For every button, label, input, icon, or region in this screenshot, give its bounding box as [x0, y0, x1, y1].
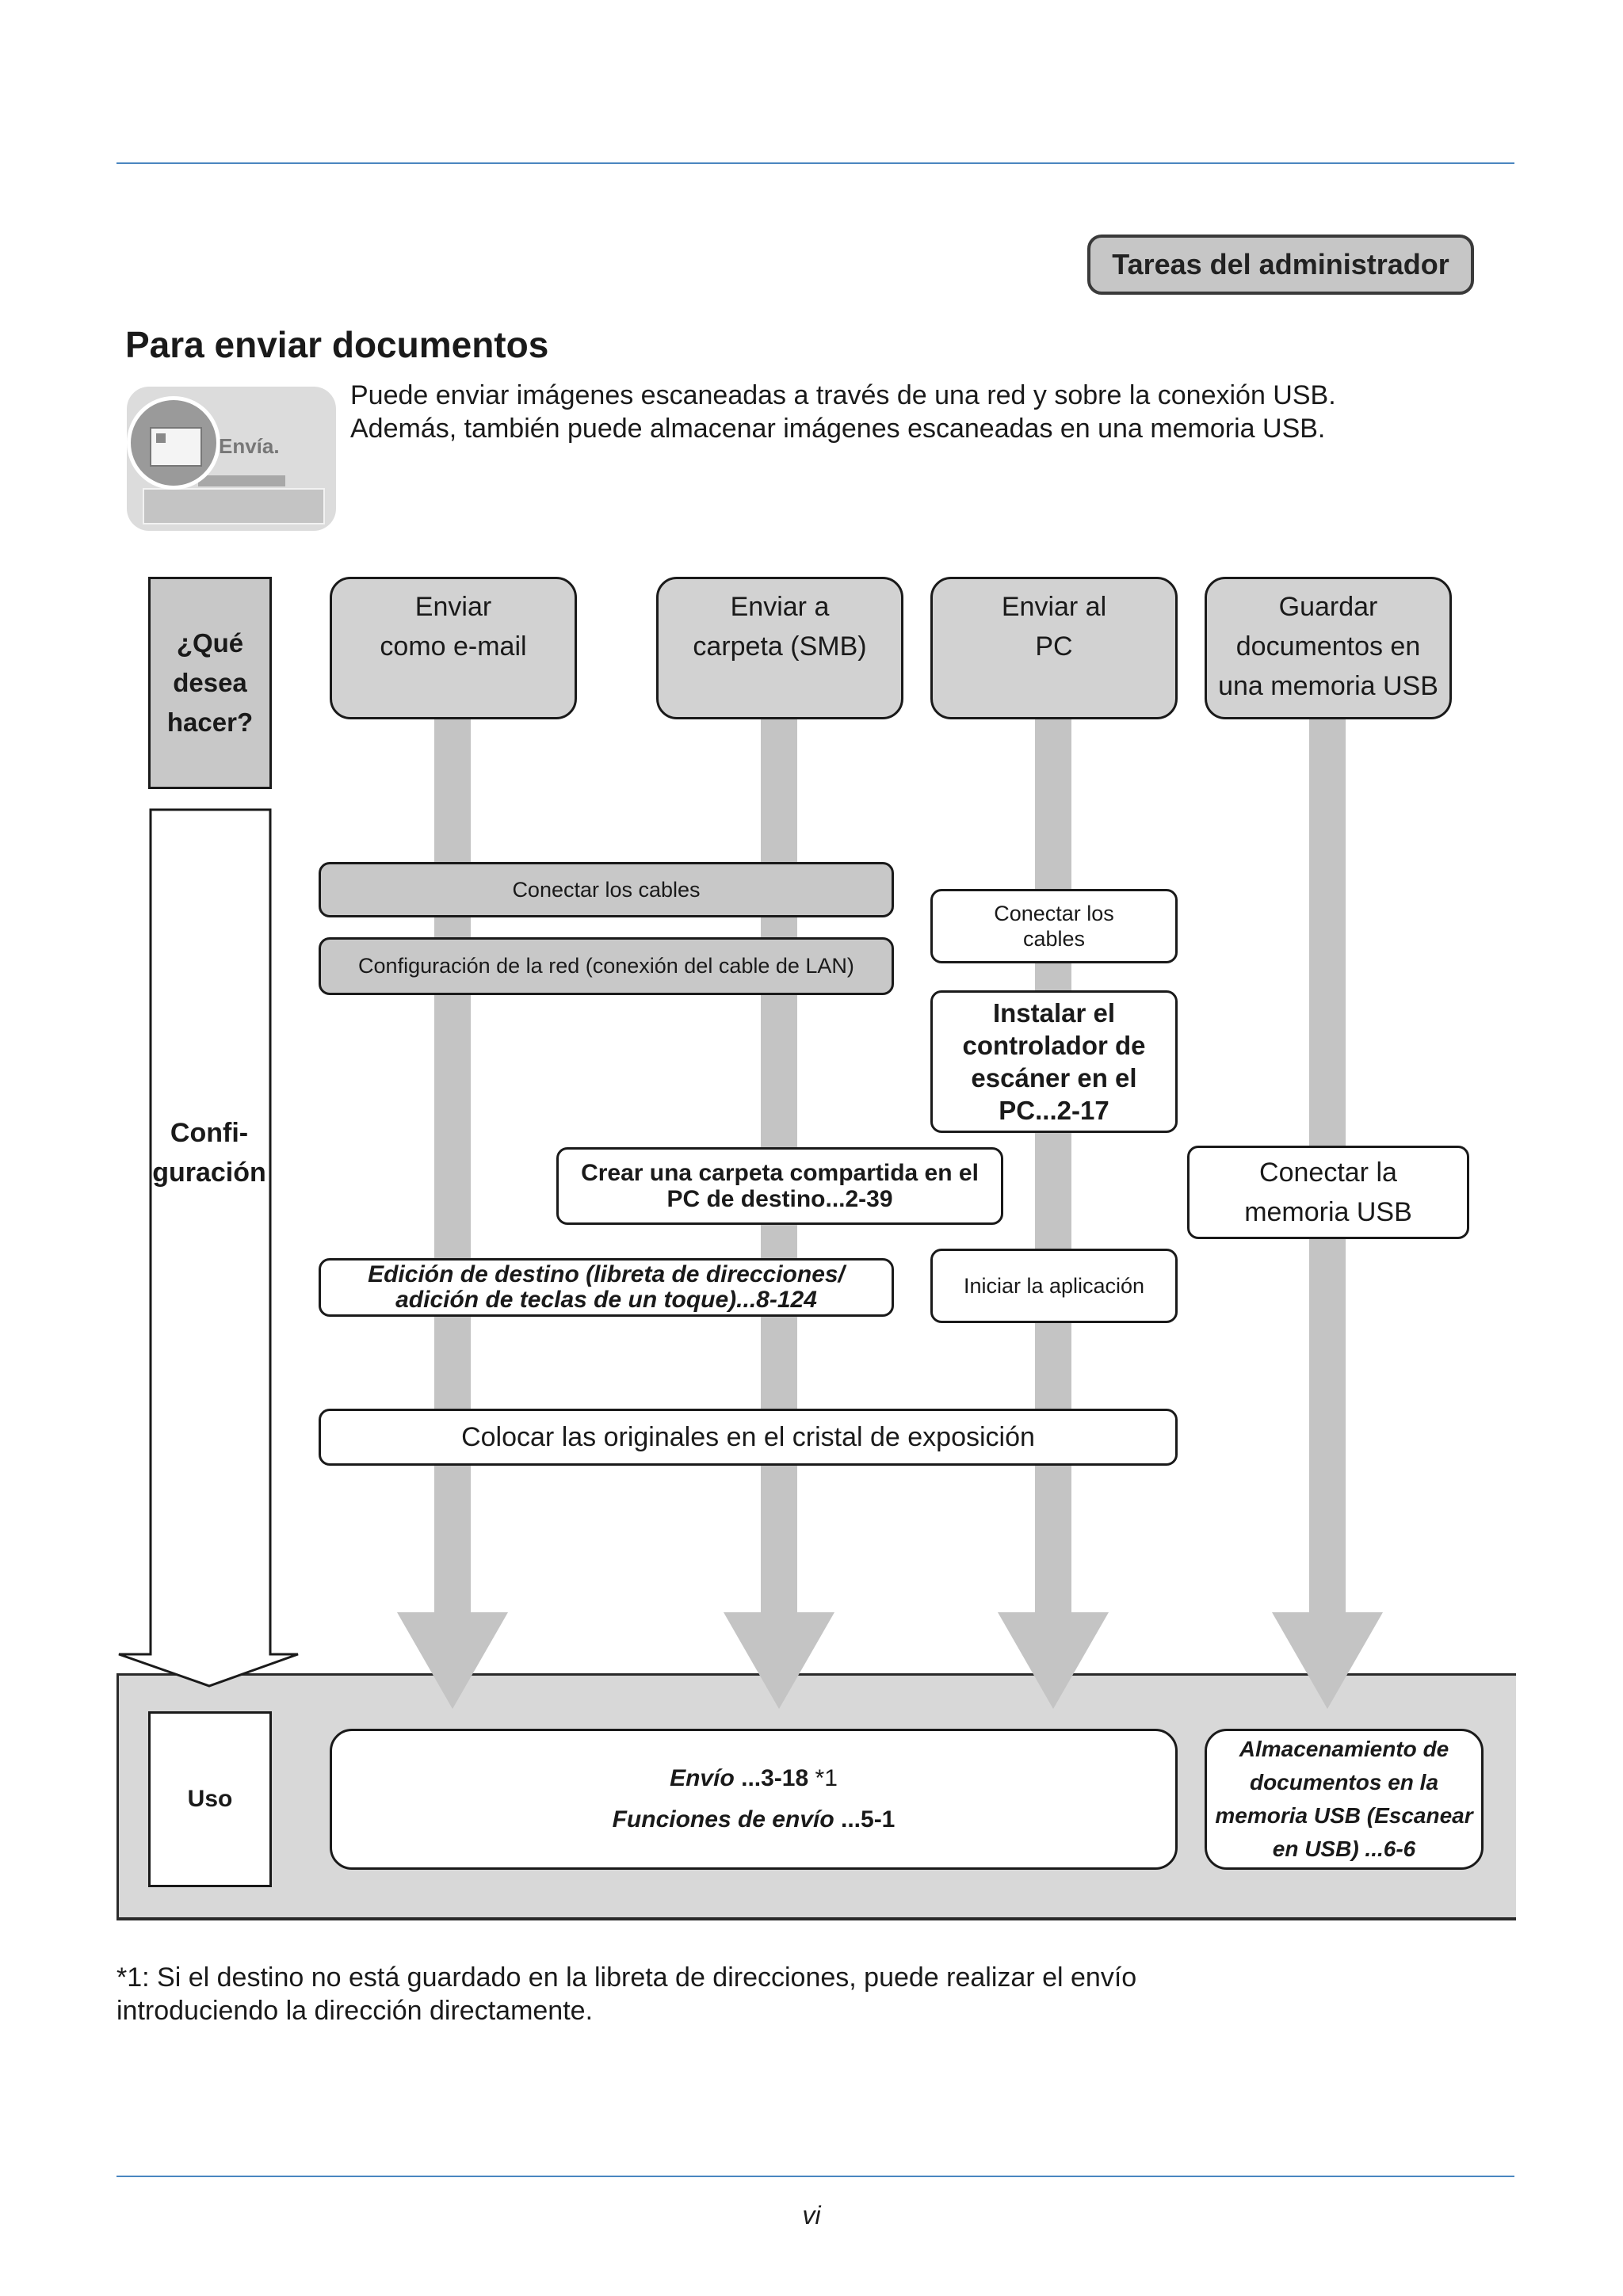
intro-line-1: Puede enviar imágenes escaneadas a travé…	[350, 380, 1336, 410]
section-badge: Tareas del administrador	[1087, 235, 1474, 295]
footnote: *1: Si el destino no está guardado en la…	[116, 1962, 1137, 2026]
footer-rule	[116, 2176, 1514, 2177]
usage-functions-line: Funciones de envío ...5-1	[612, 1806, 896, 1833]
intro-text: Puede enviar imágenes escaneadas a travé…	[350, 379, 1336, 445]
step-install-scanner-driver: Instalar el controlador de escáner en el…	[930, 990, 1178, 1133]
flow-arrowhead-pc	[998, 1612, 1109, 1709]
page-title: Para enviar documentos	[125, 324, 549, 365]
flow-shaft-email	[434, 717, 471, 1620]
question-box: ¿Qué desea hacer?	[148, 577, 272, 789]
usage-send-line: Envío ...3-18 *1	[670, 1765, 838, 1791]
thumbnail-label: Envía.	[219, 434, 280, 458]
configuration-arrow	[118, 808, 299, 1688]
printer-body-graphic	[143, 488, 325, 524]
step-place-originals: Colocar las originales en el cristal de …	[319, 1409, 1178, 1466]
intro-line-2: Además, también puede almacenar imágenes…	[350, 414, 1326, 444]
configuration-label: Confi- guración	[152, 1118, 266, 1188]
page-number: vi	[802, 2201, 821, 2229]
flow-arrowhead-email	[397, 1612, 508, 1709]
step-edit-destination: Edición de destino (libreta de direccion…	[319, 1258, 894, 1317]
flow-arrowhead-usb	[1272, 1612, 1383, 1709]
usage-send-box: Envío ...3-18 *1 Funciones de envío ...5…	[330, 1729, 1178, 1870]
step-network-config: Configuración de la red (conexión del ca…	[319, 937, 894, 995]
step-connect-cables: Conectar los cables	[319, 862, 894, 917]
usage-usb-storage-box: Almacenamiento de documentos en la memor…	[1205, 1729, 1484, 1870]
usage-box: Uso	[148, 1711, 272, 1887]
printer-tray-graphic	[198, 475, 285, 486]
send-thumbnail-image: Envía.	[127, 387, 336, 531]
step-start-application: Iniciar la aplicación	[930, 1249, 1178, 1323]
flow-shaft-pc	[1035, 717, 1071, 1620]
document-icon	[127, 396, 220, 490]
flow-arrowhead-smb	[724, 1612, 834, 1709]
header-rule	[116, 162, 1514, 164]
